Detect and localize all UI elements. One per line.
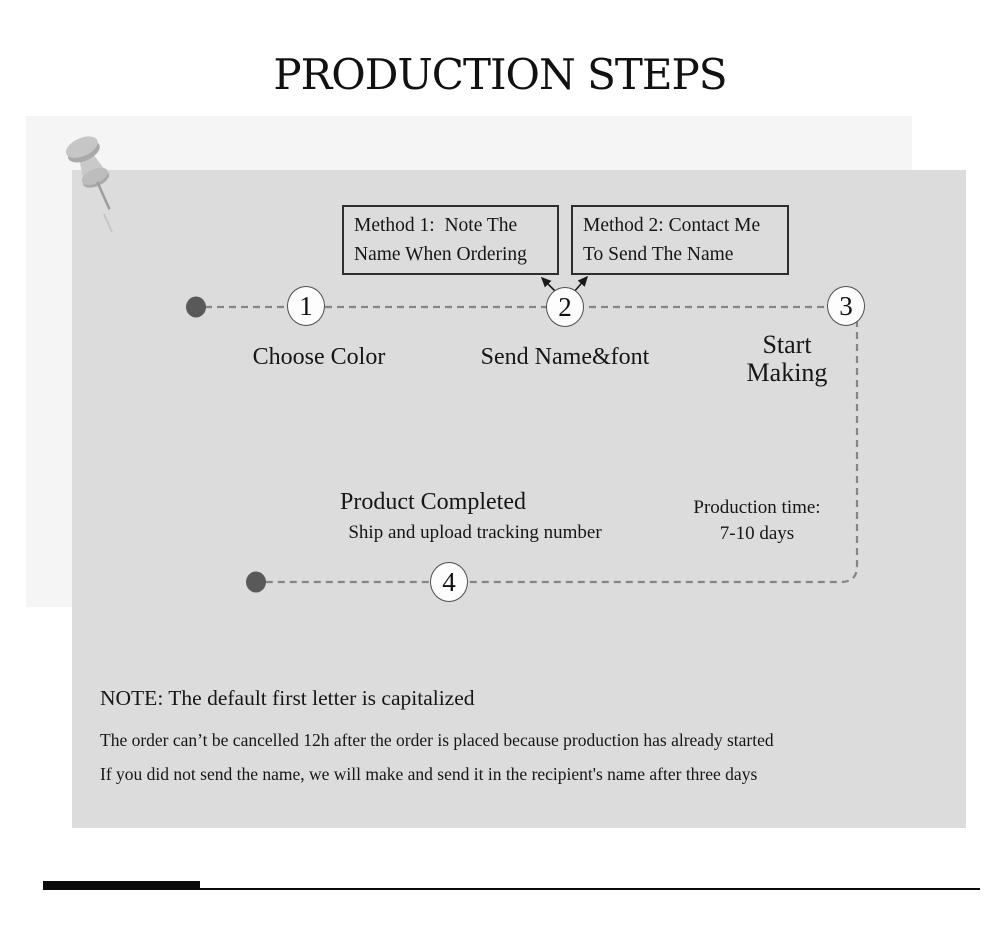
method1-line2: Name When Ordering bbox=[354, 244, 527, 265]
pushpin-flange bbox=[81, 167, 108, 185]
step2-label: Send Name&font bbox=[480, 344, 650, 370]
method1-line1: Method 1: Note The bbox=[354, 215, 518, 236]
step3-label-line2: Making bbox=[746, 358, 828, 387]
step-circle-2: 2 bbox=[546, 287, 584, 327]
step3-label: Start Making bbox=[706, 331, 868, 387]
step3-label-line1: Start bbox=[762, 330, 812, 359]
step-number-2: 2 bbox=[558, 291, 572, 322]
footer-accent-bar bbox=[43, 881, 200, 890]
step1-label: Choose Color bbox=[252, 344, 386, 370]
method1-box: Method 1: Note The Name When Ordering bbox=[342, 205, 559, 275]
timeline-start-dot bbox=[186, 296, 206, 318]
method2-line2: To Send The Name bbox=[583, 244, 734, 265]
pushpin-head bbox=[65, 136, 98, 158]
step-number-4: 4 bbox=[442, 566, 456, 597]
step-number-3: 3 bbox=[839, 290, 853, 321]
production-time-block: Production time: 7-10 days bbox=[657, 495, 857, 547]
background-panel-dark bbox=[72, 170, 966, 828]
pushpin-shadow bbox=[103, 213, 113, 233]
completed-subtitle: Ship and upload tracking number bbox=[348, 522, 602, 543]
completed-title: Product Completed bbox=[340, 489, 526, 515]
note-line1: The order can’t be cancelled 12h after t… bbox=[100, 730, 774, 750]
pushpin-icon bbox=[65, 136, 113, 233]
step-circle-1: 1 bbox=[287, 286, 325, 326]
page-title: PRODUCTION STEPS bbox=[273, 50, 727, 99]
pushpin-needle bbox=[96, 181, 111, 210]
timeline-row2-dot bbox=[246, 571, 266, 593]
footer-rule-line bbox=[200, 888, 980, 890]
timeline-row2-dashed-line bbox=[262, 308, 859, 584]
note-heading: NOTE: The default first letter is capita… bbox=[100, 686, 475, 710]
method2-box: Method 2: Contact Me To Send The Name bbox=[571, 205, 789, 275]
note-line2: If you did not send the name, we will ma… bbox=[100, 764, 758, 784]
method2-line1: Method 2: Contact Me bbox=[583, 215, 761, 236]
step-number-1: 1 bbox=[299, 290, 313, 321]
step-circle-3: 3 bbox=[827, 286, 865, 326]
production-time-value: 7-10 days bbox=[719, 523, 795, 544]
step-circle-4: 4 bbox=[430, 562, 468, 602]
production-time-label: Production time: bbox=[693, 497, 821, 518]
